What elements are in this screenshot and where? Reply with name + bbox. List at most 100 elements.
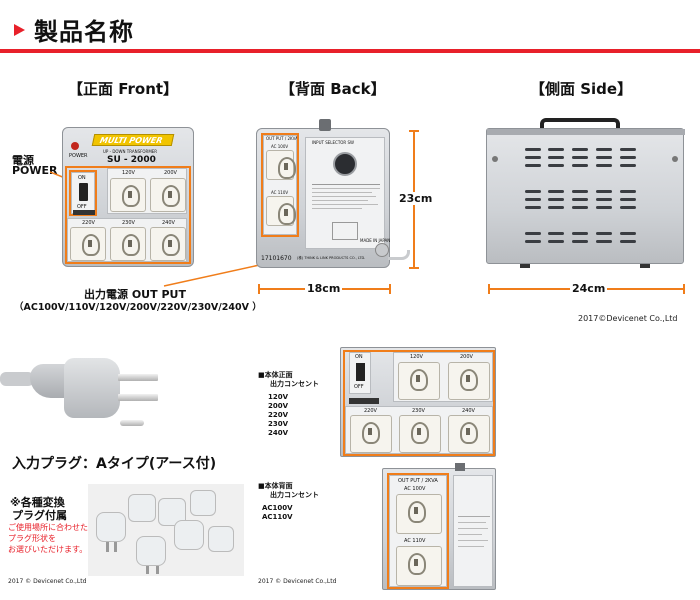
switch-off-text: OFF	[77, 204, 87, 210]
front-device-body: POWER MULTI POWER UP - DOWN TRANSFORMER …	[62, 127, 194, 267]
plug-blade-bottom	[118, 394, 158, 401]
side-handle	[540, 118, 620, 132]
back-detail-info-panel	[453, 475, 493, 587]
back-ac100-label: AC 100V	[271, 144, 289, 149]
output-voltage-list: （AC100V/110V/120V/200V/220V/230V/240V ）	[14, 302, 262, 313]
detail-bottom-panel: 220V 230V 240V	[345, 406, 493, 454]
power-label-jp: 電源	[12, 154, 34, 167]
made-in-japan: MADE IN JAPAN	[360, 238, 391, 243]
accessories-title-1: ※各種変換	[10, 496, 65, 509]
output-pointer-line	[163, 263, 265, 287]
page-title: 製品名称	[34, 18, 134, 46]
model-number: SU - 2000	[107, 155, 156, 165]
front-bottom-panel: 220V 230V 240V	[67, 218, 187, 262]
back-detail-title-2: 出力コンセント	[270, 491, 319, 499]
power-cord	[388, 250, 410, 260]
back-detail-photo: OUT PUT / 2KVA AC 100V AC 110V	[382, 463, 496, 590]
outlet-200v	[150, 178, 186, 212]
plug-caption: 入力プラグ：Aタイプ(アース付)	[12, 456, 217, 472]
front-detail-voltage-200: 200V	[268, 402, 289, 410]
switch-highlight	[69, 170, 97, 216]
back-output-title: OUT PUT / 2KVA	[266, 136, 298, 141]
side-width-dimension: 24cm	[570, 282, 608, 295]
header-divider	[0, 49, 700, 53]
accessories-note-2: プラグ形状を	[8, 534, 56, 543]
front-detail-voltage-240: 240V	[268, 429, 289, 437]
maker-name: (株) THINK & LINK PRODUCTS CO., LTD.	[297, 256, 366, 260]
voltage-label-120: 120V	[122, 170, 135, 176]
copyright-main: 2017©Devicenet Co.,Ltd	[578, 314, 678, 323]
accessories-title-2: プラグ付属	[12, 509, 67, 522]
power-lamp-icon	[71, 142, 79, 150]
switch-panel: ON OFF	[71, 172, 95, 214]
accessories-note-3: お選びいただけます。	[8, 545, 88, 554]
detail-power-switch[interactable]	[356, 363, 365, 381]
device-subtitle: UP - DOWN TRANSFORMER	[103, 149, 158, 154]
back-detail-title-1: ■本体背面	[258, 482, 293, 490]
front-detail-highlight	[343, 350, 495, 456]
copyright-mid: 2017 © Devicenet Co.,Ltd	[258, 578, 337, 585]
adapters-photo	[88, 484, 244, 576]
back-width-dimension: 18cm	[305, 282, 343, 295]
power-label-en: POWER	[12, 164, 58, 177]
brand-text: MULTI POWER	[98, 136, 164, 145]
back-detail-outlet-ac110	[396, 546, 442, 586]
height-dimension: 23cm	[398, 192, 434, 205]
detail-outlet-120v	[398, 362, 440, 400]
back-detail-voltage-ac100: AC100V	[262, 504, 293, 512]
back-device-body: OUT PUT / 2KVA AC 100V AC 110V INPUT SEL…	[256, 119, 390, 268]
back-detail-outlet-ac100	[396, 494, 442, 534]
voltage-label-240: 240V	[162, 220, 175, 226]
serial-number: 17101670	[261, 255, 292, 262]
selector-dial[interactable]	[333, 152, 357, 176]
plug-cable	[0, 372, 34, 386]
header-arrow-icon	[14, 24, 25, 36]
detail-outlet-220v	[350, 415, 392, 453]
outlet-120v	[110, 178, 146, 212]
back-outlet-highlight	[261, 133, 299, 237]
outlets-highlight	[65, 166, 191, 264]
front-detail-title-1: ■本体正面	[258, 371, 293, 379]
voltage-label-200: 200V	[164, 170, 177, 176]
brand-badge: MULTI POWER	[91, 134, 175, 146]
front-detail-photo: ON OFF 120V 200V 220V 230V 240V	[340, 347, 496, 457]
detail-outlet-200v	[448, 362, 490, 400]
back-detail-voltage-ac110: AC110V	[262, 513, 293, 521]
back-detail-outlet-panel: OUT PUT / 2KVA AC 100V AC 110V	[389, 475, 447, 587]
power-switch[interactable]	[79, 183, 88, 201]
front-detail-title-2: 出力コンセント	[270, 380, 319, 388]
output-label-jp: 出力電源 OUT PUT	[84, 288, 186, 301]
plug-body	[64, 358, 120, 418]
cert-marks	[332, 222, 358, 240]
front-detail-voltage-120: 120V	[268, 393, 289, 401]
front-top-panel: 120V 200V	[107, 168, 187, 214]
output-label-plate	[73, 210, 95, 215]
plug-neck	[30, 364, 70, 398]
front-detail-voltage-230: 230V	[268, 420, 289, 428]
selector-label: INPUT SELECTOR SW	[312, 140, 354, 145]
back-outlet-ac110	[266, 196, 296, 226]
outlet-240v	[150, 227, 186, 261]
device-power-text: POWER	[69, 153, 88, 159]
back-info-panel: INPUT SELECTOR SW MADE IN JAPAN	[305, 137, 390, 249]
front-detail-voltage-220: 220V	[268, 411, 289, 419]
detail-outlet-230v	[399, 415, 441, 453]
cord-grommet	[375, 243, 389, 257]
back-outlet-ac100	[266, 150, 296, 180]
detail-switch-panel: ON OFF	[349, 352, 371, 394]
front-view-title: 【正面 Front】	[68, 80, 179, 98]
back-outlet-panel: OUT PUT / 2KVA AC 100V AC 110V	[263, 135, 298, 235]
voltage-label-220: 220V	[82, 220, 95, 226]
outlet-220v	[70, 227, 106, 261]
back-ac110-label: AC 110V	[271, 190, 289, 195]
outlet-230v	[110, 227, 146, 261]
copyright-left: 2017 © Devicenet Co.,Ltd	[8, 578, 87, 585]
switch-on-text: ON	[78, 175, 86, 181]
side-view-title: 【側面 Side】	[530, 80, 633, 98]
plug-blade-top	[118, 374, 158, 381]
plug-ground-pin	[120, 420, 144, 426]
voltage-label-230: 230V	[122, 220, 135, 226]
detail-outlet-240v	[448, 415, 490, 453]
detail-top-panel: 120V 200V	[393, 352, 493, 402]
back-knob	[319, 119, 331, 131]
